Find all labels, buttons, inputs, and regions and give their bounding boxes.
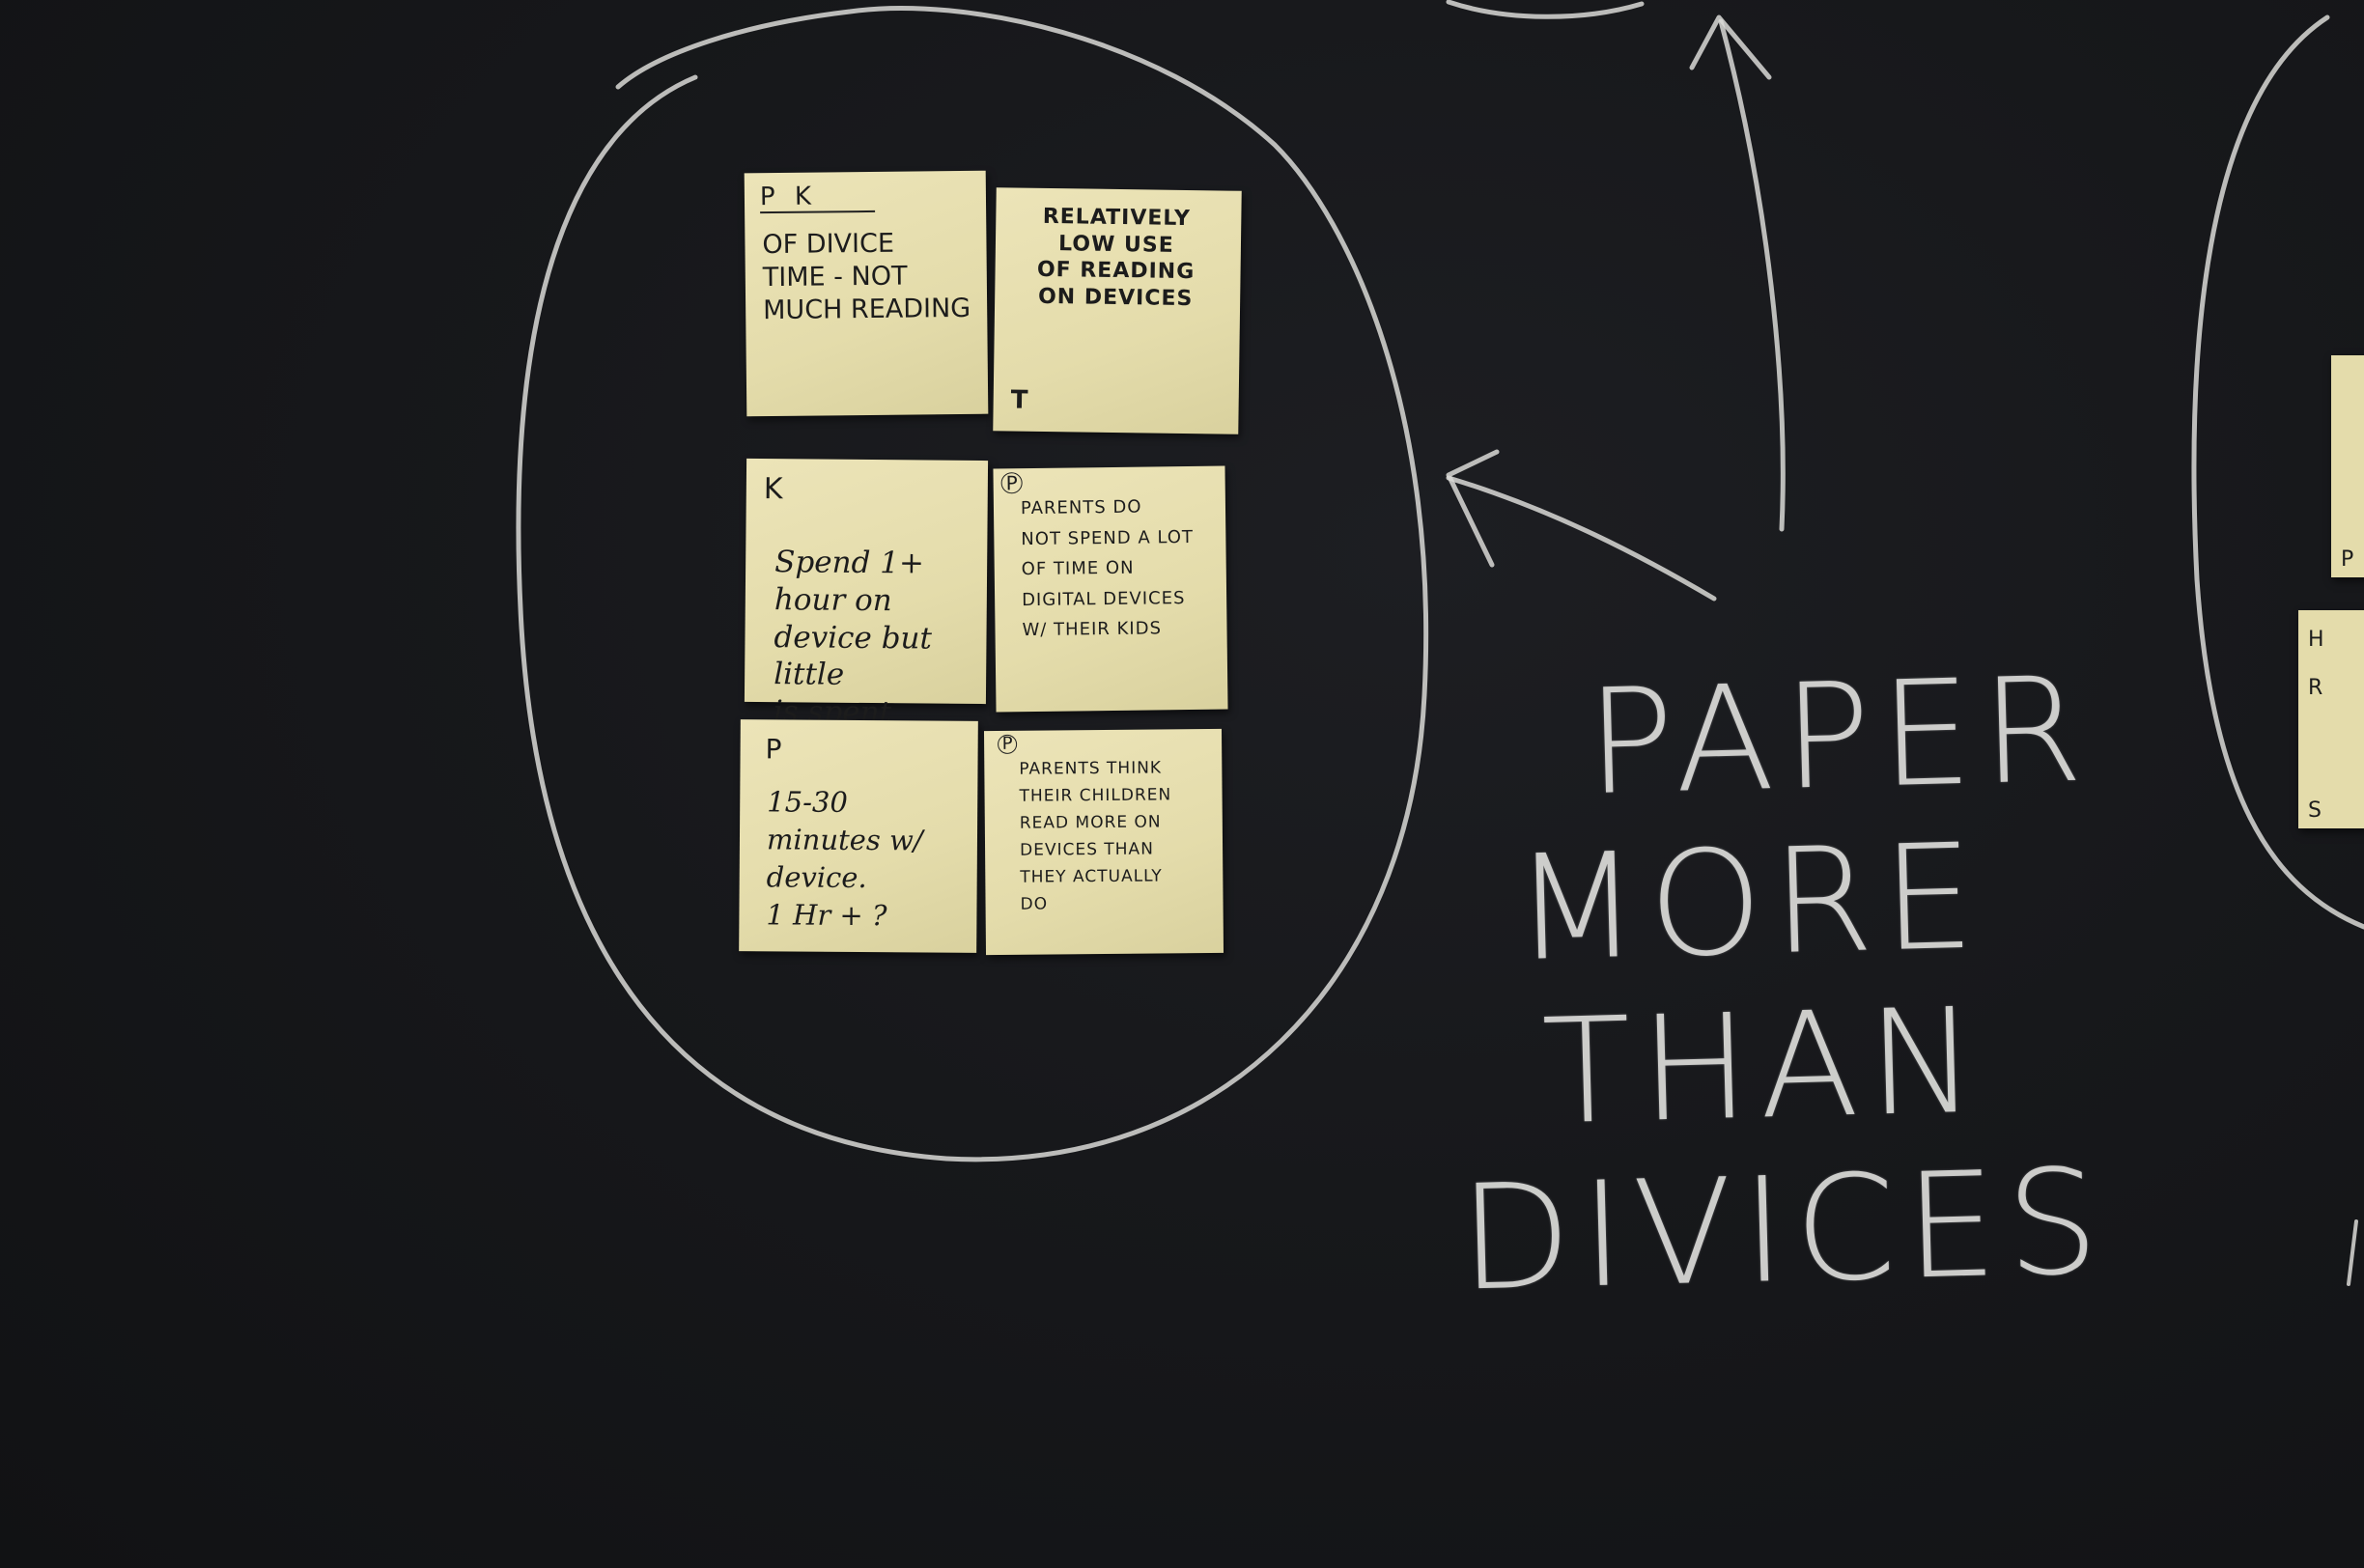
note-tag: K xyxy=(763,472,783,507)
arrowhead-left-icon xyxy=(1446,449,1500,568)
note-text: PARENTS THINK THEIR CHILDREN READ MORE O… xyxy=(1019,758,1172,914)
chalk-line-2: MORE xyxy=(1511,813,1986,994)
sticky-note: RELATIVELY LOW USE OF READING ON DEVICES… xyxy=(993,187,1242,434)
arrowhead-up-icon xyxy=(1689,14,1772,80)
arrow-to-circle xyxy=(1446,475,1717,602)
edge-note-letter: H xyxy=(2308,628,2324,652)
note-text: PARENTS DO NOT SPEND A LOT OF TIME ON DI… xyxy=(1020,496,1195,641)
sticky-note: P K OF DIVICE TIME - NOT MUCH READING xyxy=(744,170,989,417)
sticky-note: P 15-30 minutes w/ device. 1 Hr + ? xyxy=(739,719,978,953)
arrow-up xyxy=(1718,18,1786,532)
note-text: 15-30 minutes w/ device. 1 Hr + ? xyxy=(766,785,923,933)
sticky-note: P PARENTS DO NOT SPEND A LOT OF TIME ON … xyxy=(993,465,1228,713)
note-tag: P xyxy=(765,733,782,766)
chalk-heading: PAPER MORE THAN DIVICES xyxy=(1440,646,2114,1324)
chalk-circle xyxy=(516,6,1429,1162)
chalk-line-1: PAPER xyxy=(1585,646,2095,828)
edge-sticky-note: P xyxy=(2331,355,2364,577)
edge-sticky-note: H R S xyxy=(2298,610,2364,828)
edge-note-letter: R xyxy=(2308,676,2323,700)
edge-note-letter: S xyxy=(2308,798,2322,823)
note-tag: P xyxy=(1000,471,1023,494)
chalk-line-3: THAN xyxy=(1540,977,1988,1158)
sticky-note: P PARENTS THINK THEIR CHILDREN READ MORE… xyxy=(983,728,1224,956)
note-tag: P xyxy=(998,734,1018,754)
note-tag: T xyxy=(1010,385,1028,415)
sticky-note: K Spend 1+ hour on device but little is … xyxy=(744,458,989,768)
note-tag: P K xyxy=(759,181,876,214)
right-circle-fragment xyxy=(2191,14,2364,930)
right-edge-mark xyxy=(2347,1219,2358,1286)
edge-note-letter: P xyxy=(2341,547,2354,572)
note-text: OF DIVICE TIME - NOT MUCH READING xyxy=(762,228,971,325)
chalk-line-4: DIVICES xyxy=(1457,1138,2111,1324)
note-text: RELATIVELY LOW USE OF READING ON DEVICES xyxy=(1036,204,1196,311)
top-circle-fragment xyxy=(1446,0,1645,19)
